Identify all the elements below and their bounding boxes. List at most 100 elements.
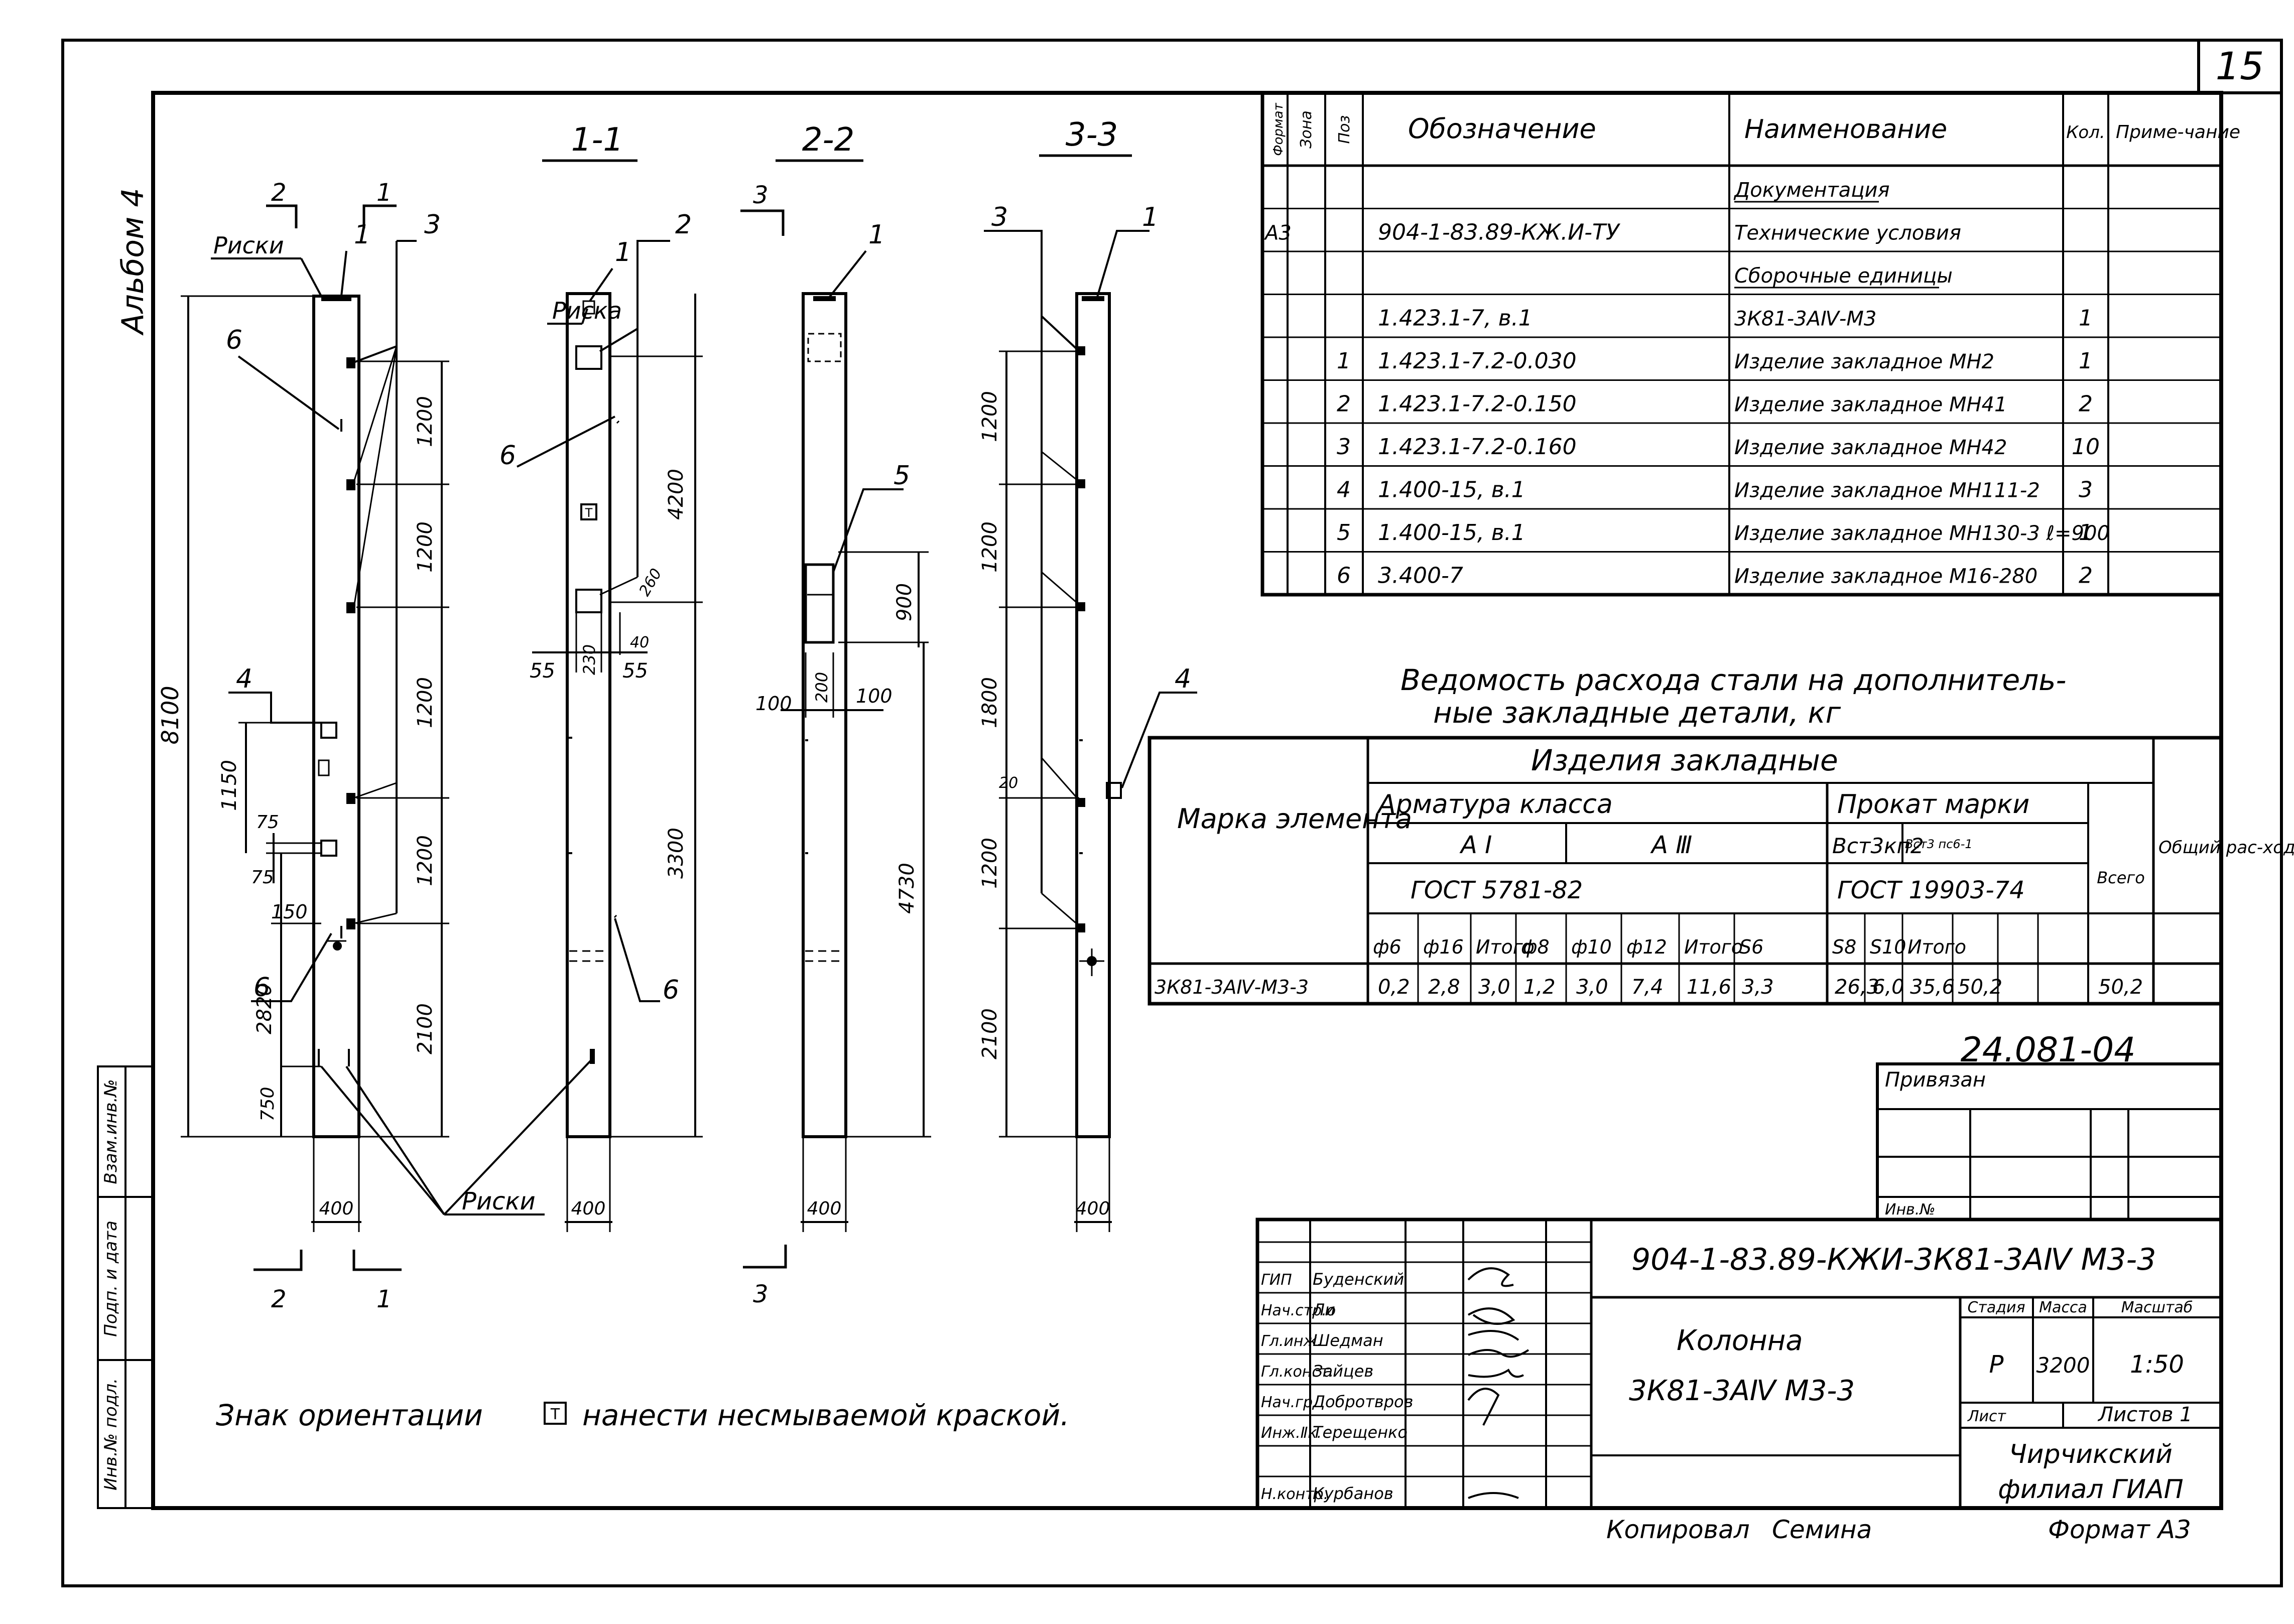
s11-dim-55-left: 55 xyxy=(530,659,555,683)
staff-name: Курбанов xyxy=(1313,1484,1393,1503)
spec-header-zona: Зона xyxy=(1298,110,1315,149)
spec-cell-name: Изделие закладное М16-280 xyxy=(1734,565,2037,588)
s33-callout-1: 1 xyxy=(1142,202,1159,232)
spec-cell-pos: 2 xyxy=(1337,391,1351,417)
steel-subheader: ф8 xyxy=(1521,936,1550,958)
spec-cell-code: 3.400-7 xyxy=(1378,563,1463,589)
staff-role: Н.контр. xyxy=(1261,1485,1328,1503)
cut-label-1-top: 1 xyxy=(376,179,392,207)
spec-table: Формат Зона Поз Обозначение Наименование… xyxy=(1260,91,2240,597)
name-line2: 3К81-3АⅣ М3-3 xyxy=(1629,1375,1855,1407)
stadia-value: Р xyxy=(1989,1350,2004,1379)
callout-4: 4 xyxy=(236,664,252,694)
staff-role: Гл.конст. xyxy=(1261,1363,1334,1381)
steel-subheader: ф10 xyxy=(1571,936,1612,958)
spec-header-format: Формат xyxy=(1271,102,1286,156)
s22-dim-900: 900 xyxy=(893,583,916,621)
inv-no: Инв.№ xyxy=(1885,1201,1935,1219)
steel-value: 1,2 xyxy=(1523,976,1556,999)
s11-dim-4200: 4200 xyxy=(665,469,688,520)
dim-2100: 2100 xyxy=(414,1003,437,1054)
steel-vsego: Всего xyxy=(2097,868,2145,887)
steel-subheader: S8 xyxy=(1832,936,1856,958)
steel-row-mark: 3К81-3АⅣ-М3-3 xyxy=(1155,976,1309,998)
signature xyxy=(1467,1267,1514,1287)
cut-label-1-bottom: 1 xyxy=(376,1285,392,1313)
steel-value: 6,0 xyxy=(1872,976,1904,999)
spec-cell-name: Изделие закладное МН41 xyxy=(1734,393,2007,417)
spec-cell-format: А3 xyxy=(1263,222,1292,245)
section-3-3: 3-3 3 1 4 1200 1200 1800 xyxy=(978,116,1197,1232)
s11-dim-40: 40 xyxy=(630,634,649,651)
stadia-label: Стадия xyxy=(1967,1299,2025,1316)
dim-750: 750 xyxy=(258,1087,278,1122)
format-label: Формат А3 xyxy=(2048,1515,2191,1544)
spec-cell-pos: 1 xyxy=(1337,348,1351,374)
s33-dim-1200-c: 1200 xyxy=(978,838,1001,889)
spec-cell-name: Изделие закладное МН111-2 xyxy=(1734,479,2040,502)
steel-value: 3,3 xyxy=(1742,976,1774,999)
steel-value: 0,2 xyxy=(1378,976,1410,999)
signature xyxy=(1468,1369,1524,1378)
embed-plate-3 xyxy=(346,793,355,804)
steel-value: 2,8 xyxy=(1428,976,1460,999)
steel-grade-2: Вст3 пс6-1 xyxy=(1905,837,1973,851)
steel-value: 50,2 xyxy=(2098,976,2143,999)
org-line2: филиал ГИАП xyxy=(1998,1474,2183,1505)
callout-1: 1 xyxy=(354,220,370,250)
note-before: Знак ориентации xyxy=(216,1398,483,1432)
massa-value: 3200 xyxy=(2036,1353,2090,1378)
spec-cell-code: 1.423.1-7, в.1 xyxy=(1378,306,1533,331)
label-riski: Риски xyxy=(213,232,284,259)
dim-1200-a: 1200 xyxy=(414,396,437,447)
embed-plate-3 xyxy=(346,479,355,490)
s33-dim-2100: 2100 xyxy=(978,1008,1001,1059)
section-2-2: 2-2 1 5 900 100 200 100 4730 400 3 xyxy=(740,121,931,1308)
signature xyxy=(1467,1307,1515,1325)
spec-cell-qty: 3 xyxy=(2079,477,2093,503)
embed-plate-3 xyxy=(346,918,355,929)
s11-dim-3300: 3300 xyxy=(665,828,688,879)
org-line1: Чирчикский xyxy=(2009,1439,2173,1469)
s22-callout-1: 1 xyxy=(868,220,885,250)
steel-value: 50,2 xyxy=(1958,976,2002,999)
side-stamp-inv: Инв.№ подл. xyxy=(101,1378,121,1491)
spec-cell-qty: 2 xyxy=(2079,563,2093,589)
steel-col-mark: Марка элемента xyxy=(1177,803,1412,835)
steel-gost-arm: ГОСТ 5781-82 xyxy=(1411,876,1583,904)
side-stamp: Взам.инв.№ Подп. и дата Инв.№ подл. xyxy=(97,1065,154,1509)
massa-label: Масса xyxy=(2039,1299,2087,1316)
embed-plate-3 xyxy=(346,602,355,613)
staff-name: Зайцев xyxy=(1313,1362,1373,1381)
label-riski-bottom: Риски xyxy=(462,1187,536,1215)
s11-dim-260: 260 xyxy=(636,566,666,599)
staff-role: Инж.Ⅱк. xyxy=(1261,1424,1322,1442)
signature xyxy=(1468,1330,1519,1341)
spec-cell-pos: 3 xyxy=(1337,434,1351,460)
list-label: Лист xyxy=(1967,1408,2007,1425)
spec-cell-code: 1.400-15, в.1 xyxy=(1378,520,1525,546)
steel-subheader: ф12 xyxy=(1626,936,1667,958)
steel-prokat: Прокат марки xyxy=(1837,789,2029,820)
s11-dim-400: 400 xyxy=(571,1198,606,1219)
spec-cell-qty: 2 xyxy=(2079,391,2093,417)
steel-class-ai: А I xyxy=(1459,831,1492,859)
s22-dim-200: 200 xyxy=(812,672,831,703)
column-elevation: 8100 1150 75 75 150 2820 750 1200 1200 1… xyxy=(157,179,449,1313)
callout-6-lower: 6 xyxy=(253,973,270,1003)
staff-name: Терещенко xyxy=(1313,1423,1408,1442)
callout-6: 6 xyxy=(226,325,242,355)
orientation-note: Знак ориентации Т нанести несмываемой кр… xyxy=(216,1398,1070,1432)
spec-cell-name: Документация xyxy=(1733,179,1890,202)
side-stamp-vzam: Взам.инв.№ xyxy=(101,1079,121,1184)
section-1-1: 1-1 Т Риска 1 2 6 6 4200 3300 260 xyxy=(320,121,703,1232)
spec-cell-name: Изделие закладное МН42 xyxy=(1734,436,2007,459)
spec-cell-name: 3К81-3АⅣ-М3 xyxy=(1734,308,1876,331)
steel-izdelia: Изделия закладные xyxy=(1531,743,1838,777)
steel-grade: Вст3кп2 xyxy=(1832,834,1924,858)
embed-plate-3 xyxy=(346,357,355,368)
s11-dim-230: 230 xyxy=(580,644,599,675)
side-stamp-podp: Подп. и дата xyxy=(101,1221,121,1337)
cut-label-2-top: 2 xyxy=(271,179,287,207)
s33-dim-1800: 1800 xyxy=(978,677,1001,728)
